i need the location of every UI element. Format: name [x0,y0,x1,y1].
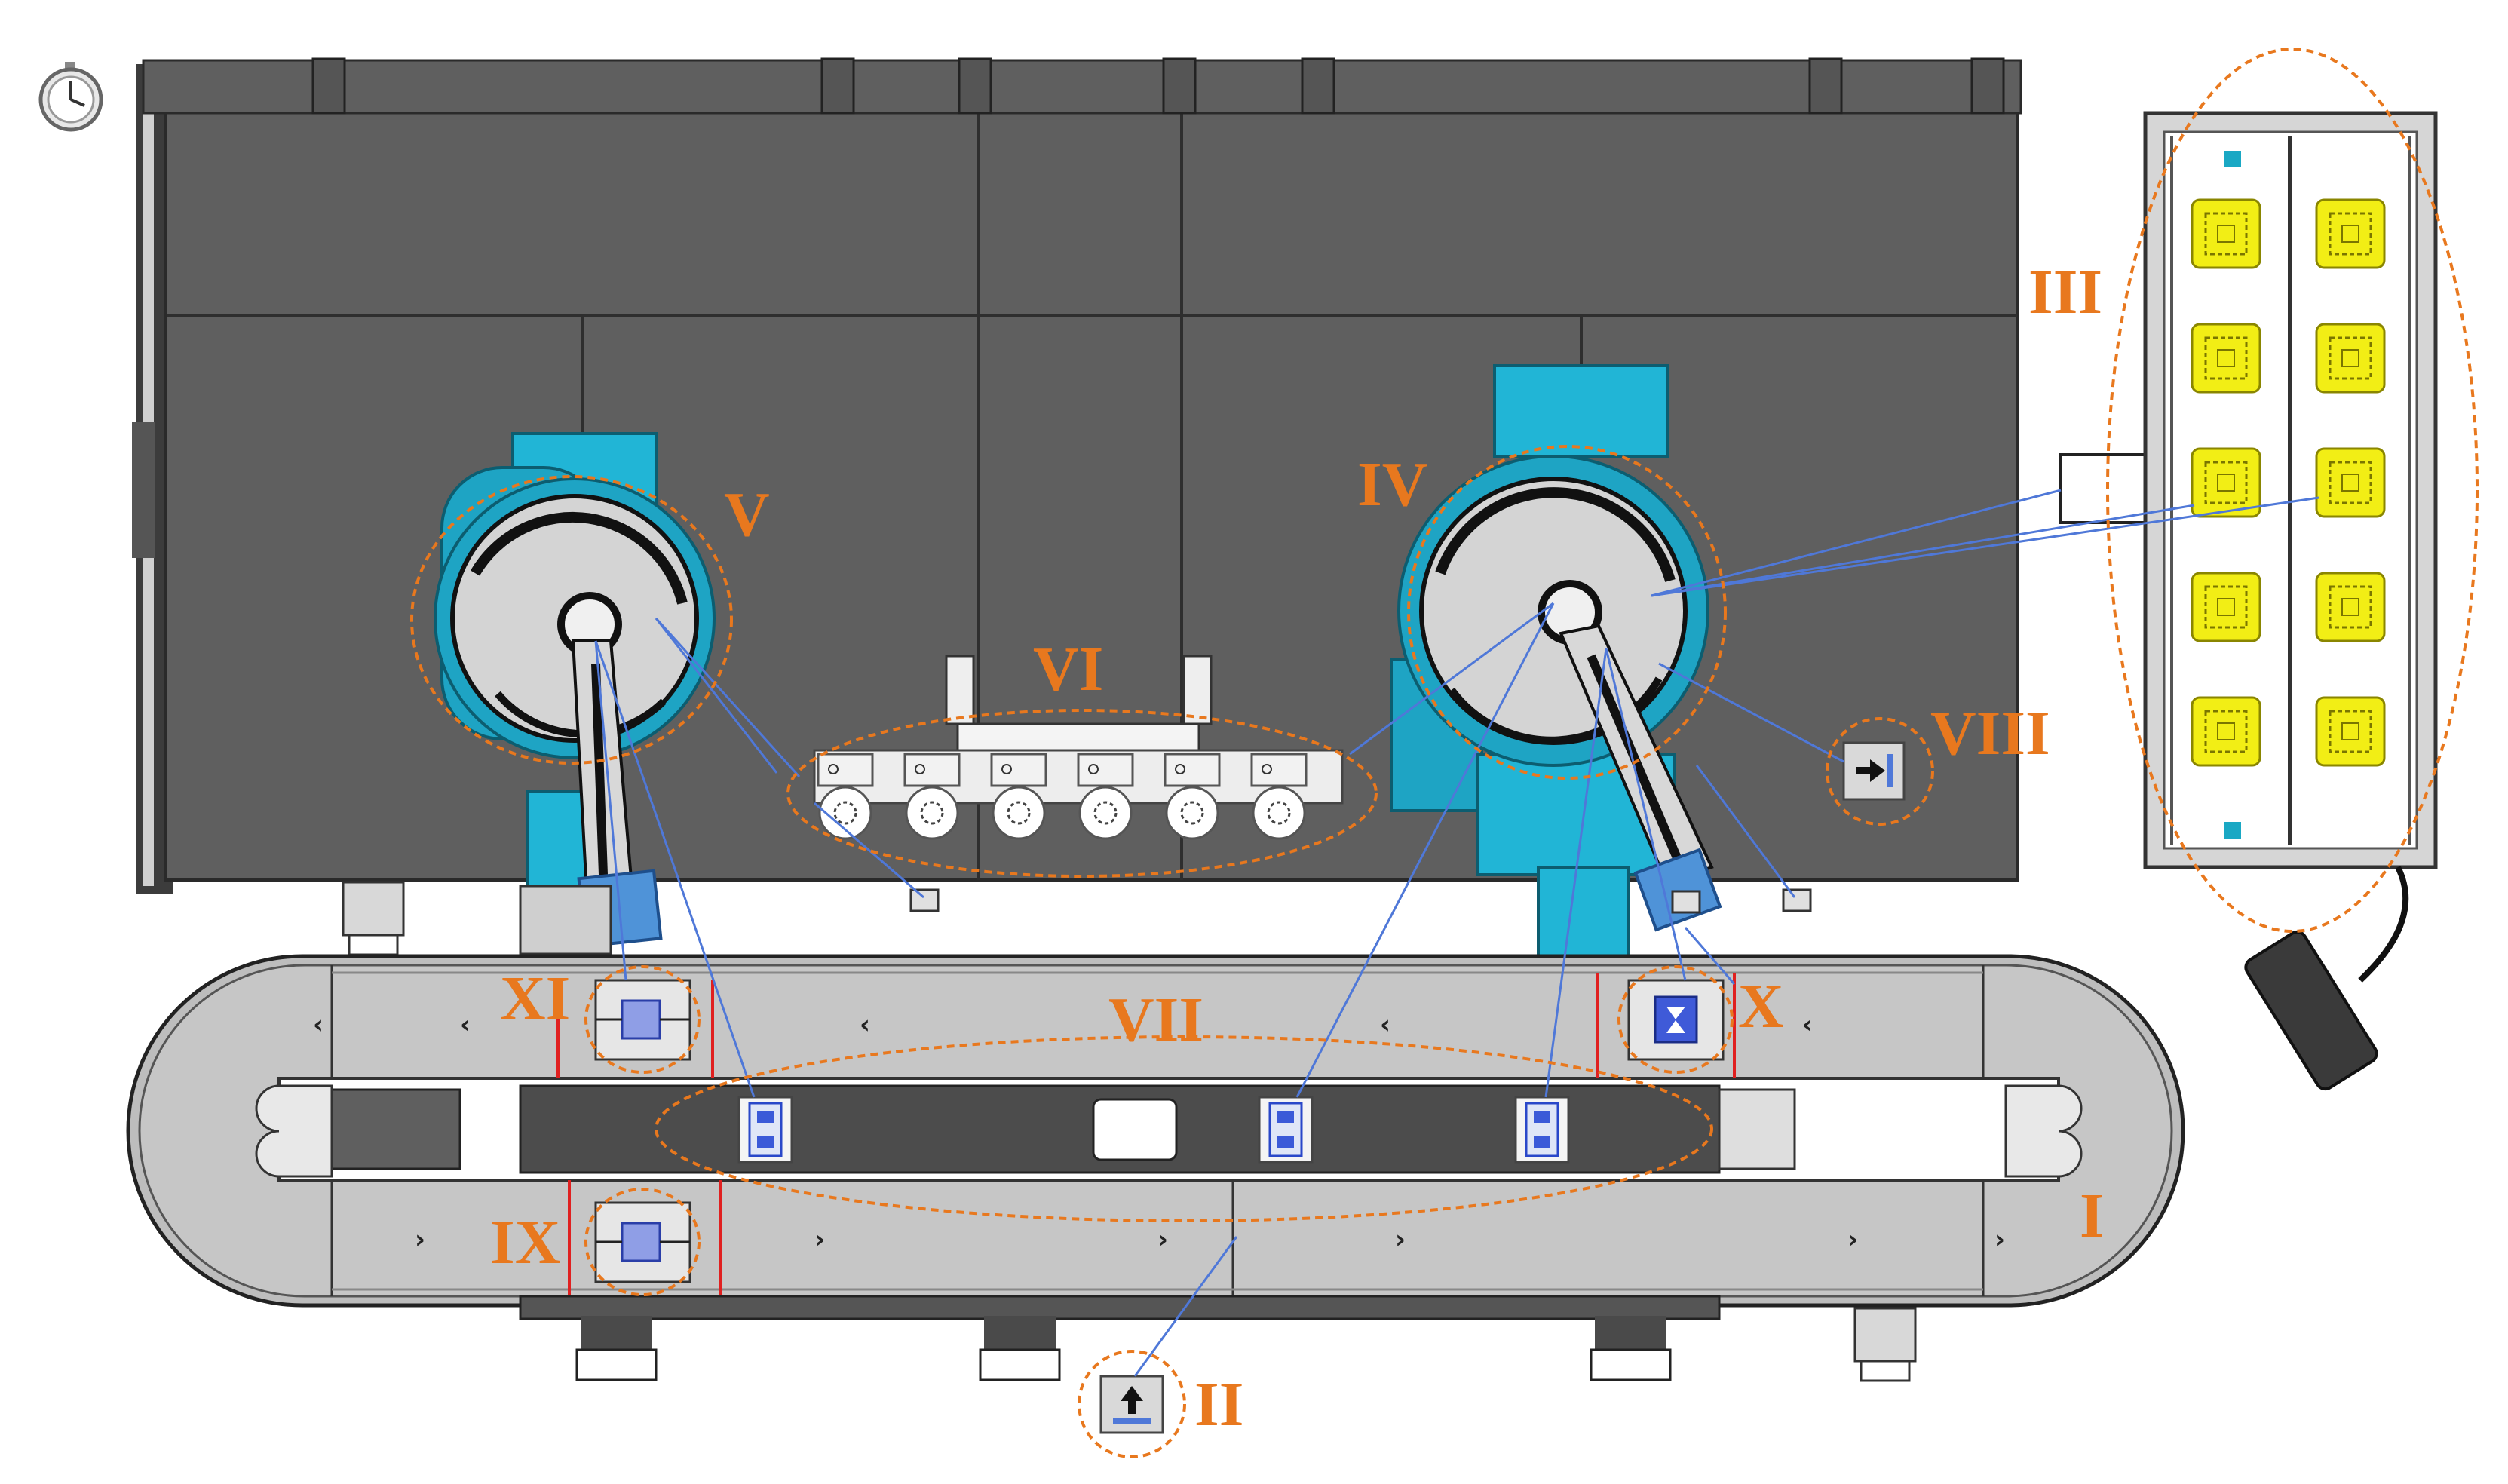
label-viii: VIII [1930,698,2050,768]
chevron-left-icon: ‹ [1802,1010,1813,1040]
label-ix: IX [490,1207,560,1277]
chevron-left-icon: ‹ [860,1010,870,1040]
chevron-right-icon: › [814,1225,825,1255]
chevron-right-icon: › [415,1225,425,1255]
chevron-right-icon: › [1395,1225,1406,1255]
connection-lines [594,489,2319,1377]
wall-sensor [1782,888,1812,912]
sensor-viii [1842,741,1906,801]
chevron-left-icon: ‹ [460,1010,471,1040]
label-vii: VII [1108,985,1203,1055]
arrow-right-bar-icon [1856,754,1893,787]
chevron-left-icon: ‹ [313,1010,323,1040]
work-wall [132,57,2022,894]
chevron-left-icon: ‹ [1380,1010,1390,1040]
stop-station-x [1627,979,1725,1061]
label-xi: XI [500,964,570,1034]
conveyor-loop [126,881,2185,1382]
stopwatch-icon [38,62,103,132]
wall-sensor [1671,890,1701,914]
sensor-ii [1099,1375,1164,1434]
wall-sensor [909,888,940,912]
stop-station-xi [594,979,691,1061]
label-ii: II [1194,1369,1243,1440]
callout-labels: I II III IV V VI VII VIII IX X XI [490,257,2105,1440]
label-iii: III [2028,257,2102,327]
chevron-right-icon: › [1847,1225,1858,1255]
label-v: V [724,480,770,550]
label-i: I [2080,1181,2105,1251]
stop-station-ix [594,1201,691,1283]
callout-rings [410,48,2479,1458]
label-vi: VI [1033,634,1103,704]
arrow-up-icon [1113,1386,1151,1424]
part-magazine [2059,111,2438,1091]
label-x: X [1738,971,1784,1041]
label-iv: IV [1357,449,1427,520]
conveyor-direction-markers: ‹ ‹ ‹ ‹ ‹ › › › › › › [313,1010,2005,1255]
chevron-right-icon: › [1994,1225,2005,1255]
chevron-right-icon: › [1157,1225,1168,1255]
fixture-rack [813,655,1344,840]
